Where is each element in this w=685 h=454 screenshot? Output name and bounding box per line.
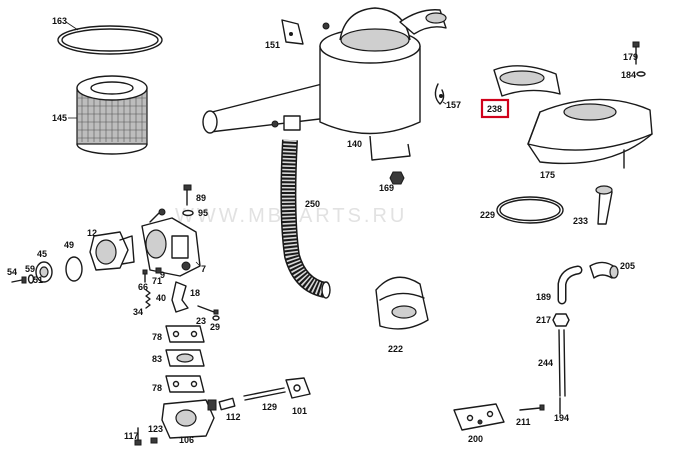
part-18-lever[interactable] [171, 281, 189, 313]
label-163: 163 [52, 16, 67, 26]
part-106-intake-flange[interactable] [161, 399, 217, 439]
label-189: 189 [536, 292, 551, 302]
label-169: 169 [379, 183, 394, 193]
label-9: 9 [160, 270, 165, 280]
part-49-o-ring[interactable] [65, 256, 83, 282]
label-40: 40 [156, 293, 166, 303]
part-78-gasket-upper[interactable] [165, 325, 205, 343]
part-250-flexible-hose[interactable] [280, 139, 331, 299]
part-117-bolt[interactable] [134, 427, 142, 446]
part-45-diaphragm-cover[interactable] [35, 261, 53, 283]
label-78-upper: 78 [152, 332, 162, 342]
part-163-ring[interactable] [57, 25, 163, 55]
label-194: 194 [554, 413, 569, 423]
label-151: 151 [265, 40, 280, 50]
part-244-tube[interactable] [558, 329, 566, 397]
part-101-flange-plate[interactable] [285, 377, 311, 399]
part-175-air-cleaner-cover[interactable] [527, 98, 653, 169]
label-179: 179 [623, 52, 638, 62]
label-184: 184 [621, 70, 636, 80]
part-34-spring[interactable] [145, 289, 151, 309]
part-29-washer[interactable] [212, 315, 220, 321]
label-18: 18 [190, 288, 200, 298]
label-112: 112 [226, 412, 241, 422]
label-59: 59 [25, 264, 35, 274]
part-23-pin[interactable] [197, 305, 219, 315]
label-222: 222 [388, 344, 403, 354]
label-51: 51 [33, 275, 43, 285]
part-83-spacer-plate[interactable] [165, 349, 205, 367]
part-66-screw[interactable] [142, 269, 148, 283]
label-49: 49 [64, 240, 74, 250]
label-233: 233 [573, 216, 588, 226]
part-184-washer[interactable] [636, 71, 646, 77]
part-151-bracket[interactable] [281, 19, 304, 45]
label-29: 29 [210, 322, 220, 332]
label-66: 66 [138, 282, 148, 292]
part-78-gasket-lower[interactable] [165, 375, 205, 393]
label-175: 175 [540, 170, 555, 180]
label-54: 54 [7, 267, 17, 277]
label-217: 217 [536, 315, 551, 325]
label-23: 23 [196, 316, 206, 326]
label-238: 238 [487, 104, 502, 114]
part-157-clip[interactable] [434, 83, 445, 105]
label-83: 83 [152, 354, 162, 364]
label-244: 244 [538, 358, 553, 368]
part-233-elbow[interactable] [595, 185, 613, 225]
label-106: 106 [179, 435, 194, 445]
part-211-pin[interactable] [519, 404, 545, 411]
label-7: 7 [201, 264, 206, 274]
label-117: 117 [124, 431, 139, 441]
part-222-heat-shield[interactable] [375, 276, 429, 330]
label-45: 45 [37, 249, 47, 259]
part-140-air-filter-housing[interactable] [202, 7, 447, 161]
part-189-pipe-elbow[interactable] [557, 265, 583, 305]
label-145: 145 [52, 113, 67, 123]
part-205-elbow-fitting[interactable] [589, 261, 619, 279]
label-89: 89 [196, 193, 206, 203]
part-54-screw[interactable] [11, 276, 27, 284]
label-229: 229 [480, 210, 495, 220]
part-95-washer[interactable] [182, 209, 194, 217]
part-145-filter-element[interactable] [76, 75, 148, 155]
part-89-screw[interactable] [183, 184, 192, 206]
label-12: 12 [87, 228, 97, 238]
part-123-nut[interactable] [150, 437, 158, 444]
part-112-sleeve[interactable] [218, 397, 236, 411]
label-250: 250 [305, 199, 320, 209]
label-157: 157 [446, 100, 461, 110]
part-229-gasket-ring[interactable] [496, 196, 564, 224]
label-211: 211 [516, 417, 531, 427]
label-101: 101 [292, 406, 307, 416]
label-34: 34 [133, 307, 143, 317]
label-78-lower: 78 [152, 383, 162, 393]
part-7-carburetor[interactable] [141, 208, 201, 277]
part-59-washer[interactable] [27, 274, 35, 284]
label-129: 129 [262, 402, 277, 412]
part-179-bolt[interactable] [632, 41, 640, 65]
label-95: 95 [198, 208, 208, 218]
label-205: 205 [620, 261, 635, 271]
part-12-fuel-pump[interactable] [89, 231, 135, 271]
part-238-intake-duct[interactable] [493, 65, 561, 97]
label-123: 123 [148, 424, 163, 434]
label-71: 71 [152, 276, 162, 286]
part-71-nut[interactable] [155, 267, 162, 274]
part-169-nut[interactable] [389, 171, 405, 185]
part-129-rod[interactable] [243, 387, 286, 401]
part-200-base-plate[interactable] [453, 403, 505, 431]
label-200: 200 [468, 434, 483, 444]
label-140: 140 [347, 139, 362, 149]
highlight-box-238 [480, 98, 510, 119]
part-217-nut[interactable] [552, 313, 570, 327]
